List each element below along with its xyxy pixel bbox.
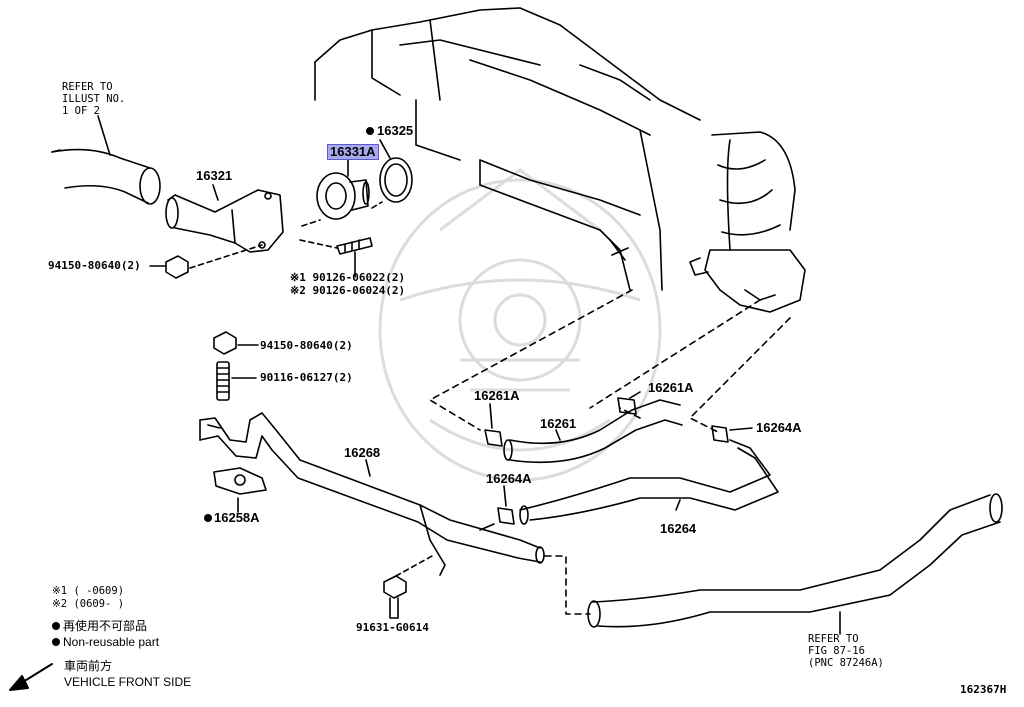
part-16264[interactable]: 16264 [660,521,697,536]
part-16261A-left[interactable]: 16261A [474,388,520,403]
refer-bottom-line3: (PNC 87246A) [808,657,884,669]
hose-16261 [503,399,683,464]
upper-radiator-hose [51,148,161,205]
part-16261A-right[interactable]: 16261A [648,380,694,395]
part-16261[interactable]: 16261 [540,416,577,431]
leader-16321 [212,184,219,201]
part-91631[interactable]: 91631-G0614 [356,621,429,634]
refer-top-line3: 1 OF 2 [62,105,100,117]
engine-block [314,7,701,291]
air-intake-right [689,131,806,313]
clamp-16261A-right [617,397,637,415]
bullet-icon [52,622,60,630]
part-16264A-left[interactable]: 16264A [486,471,532,486]
stud-90116 [216,361,230,401]
part-16321[interactable]: 16321 [196,168,233,183]
bolt-91631 [383,575,407,619]
stud-90126 [336,237,373,255]
clamp-16264A-left [497,507,515,525]
legend-jp-front: 車両前方 [64,659,113,673]
part-16268[interactable]: 16268 [344,445,381,460]
legend-jp-nonreusable: 再使用不可部品 [52,620,147,632]
part-16258A[interactable]: 16258A [214,510,260,525]
leader-16264 [675,499,681,511]
water-outlet-16321 [165,189,284,253]
part-16331A[interactable]: 16331A [327,144,379,160]
refer-top-line2: ILLUST NO. [62,93,126,105]
nonreusable-bullets [204,127,374,522]
nut-94150-top [165,255,189,279]
lower-radiator-hose [587,493,1003,628]
part-90126-a[interactable]: ※1 90126-06022(2) [290,271,406,284]
watermark-emblem [378,168,662,482]
refer-bottom-line2: FIG 87-16 [808,645,865,657]
leader-16325 [379,139,391,159]
gasket-16258A [213,467,267,495]
part-90116[interactable]: 90116-06127(2) [260,371,353,384]
part-16264A-right[interactable]: 16264A [756,420,802,435]
leader-16261 [555,429,561,441]
leader-16268 [365,459,371,477]
legend-note1: ※1 ( -0609) [52,585,125,597]
refer-top-line1: REFER TO [62,81,113,93]
refer-leader [97,115,111,156]
part-90126-b[interactable]: ※2 90126-06024(2) [290,284,406,297]
thermostat-16331A [316,172,370,220]
clamp-16264A-right [711,425,729,443]
part-94150-top[interactable]: 94150-80640(2) [48,259,141,272]
water-bypass-pipe-16268 [199,412,545,576]
legend-en-nonreusable: Non-reusable part [52,636,159,648]
part-94150-mid[interactable]: 94150-80640(2) [260,339,353,352]
illustration-id: 162367H [960,683,1007,696]
front-arrow-icon [9,663,53,691]
clamp-16261A-left [484,429,503,447]
legend-jp-nonreusable-text: 再使用不可部品 [63,619,148,633]
legend-en-front: VEHICLE FRONT SIDE [64,675,192,689]
gasket-16325 [379,157,413,203]
refer-bottom-line1: REFER TO [808,633,859,645]
hose-16264 [519,439,779,525]
legend-note2: ※2 (0609- ) [52,598,125,610]
nut-94150-mid [213,331,237,355]
legend-en-nonreusable-text: Non-reusable part [63,635,160,649]
part-16325[interactable]: 16325 [377,123,414,138]
bullet-icon [52,638,60,646]
